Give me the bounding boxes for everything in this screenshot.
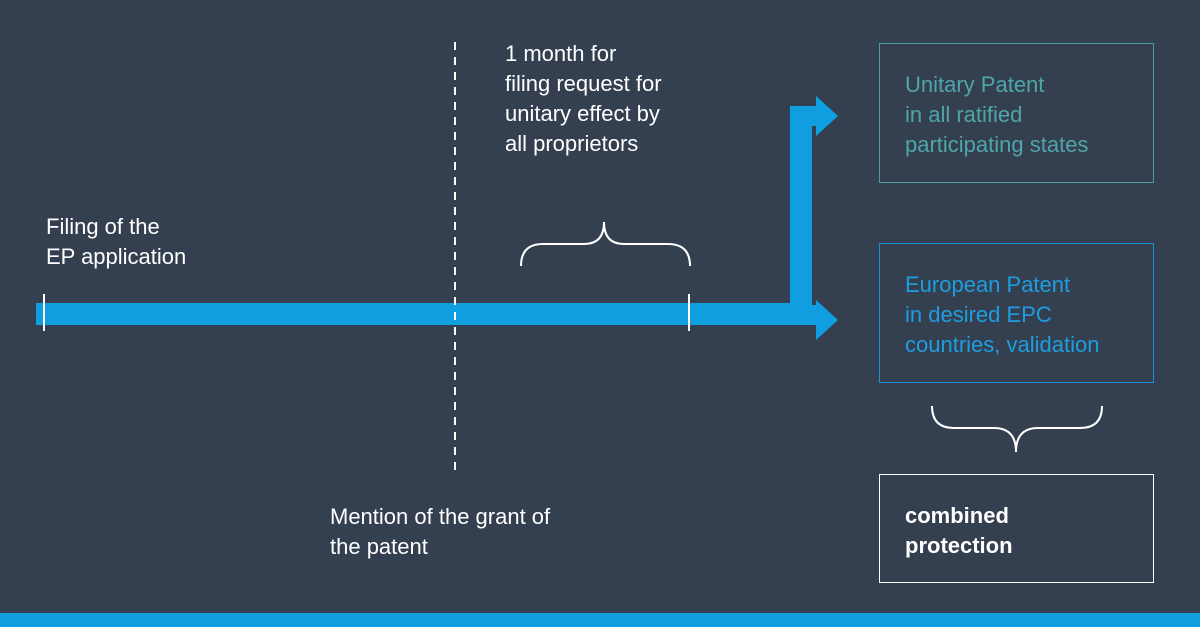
grant-label-line1: Mention of the grant of (330, 504, 551, 529)
european-patent-text: European Patent in desired EPC countries… (905, 270, 1099, 360)
branch-vertical (790, 106, 812, 325)
unitary-line1: Unitary Patent (905, 72, 1045, 97)
filing-label: Filing of the EP application (46, 212, 186, 272)
bottom-accent-bar (0, 613, 1200, 627)
combined-protection-text: combined protection (905, 501, 1013, 561)
combined-line2: protection (905, 533, 1013, 558)
arrow-to-european (816, 300, 838, 340)
unitary-line3: participating states (905, 132, 1089, 157)
period-label: 1 month for filing request for unitary e… (505, 39, 662, 159)
period-label-line4: all proprietors (505, 131, 639, 156)
european-line3: countries, validation (905, 332, 1100, 357)
grant-label: Mention of the grant of the patent (330, 502, 550, 562)
arrow-to-unitary (816, 96, 838, 136)
branch-upper-shaft (790, 106, 818, 126)
filing-label-line2: EP application (46, 244, 187, 269)
unitary-patent-box: Unitary Patent in all ratified participa… (879, 43, 1154, 183)
grant-label-line2: the patent (330, 534, 428, 559)
timeline-bar (36, 303, 796, 325)
european-line1: European Patent (905, 272, 1071, 297)
period-label-line3: unitary effect by (505, 101, 660, 126)
combined-brace (931, 405, 1103, 453)
european-patent-box: European Patent in desired EPC countries… (879, 243, 1154, 383)
period-label-line2: filing request for (505, 71, 662, 96)
unitary-line2: in all ratified (905, 102, 1023, 127)
filing-label-line1: Filing of the (46, 214, 160, 239)
period-label-line1: 1 month for (505, 41, 617, 66)
unitary-patent-text: Unitary Patent in all ratified participa… (905, 70, 1088, 160)
branch-lower-shaft (790, 305, 818, 325)
period-brace (520, 221, 691, 267)
european-line2: in desired EPC (905, 302, 1052, 327)
combined-line1: combined (905, 503, 1009, 528)
combined-protection-box: combined protection (879, 474, 1154, 583)
